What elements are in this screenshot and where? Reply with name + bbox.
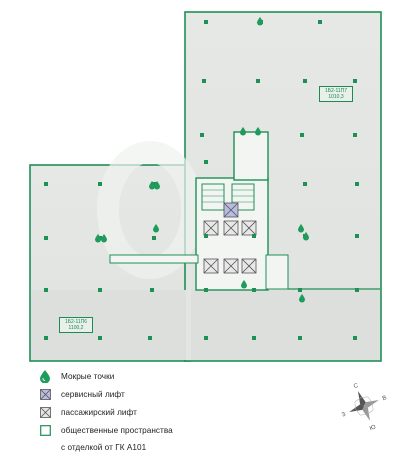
column bbox=[298, 288, 302, 292]
passenger-lift bbox=[223, 258, 239, 274]
unit-label-west: 1Б2-11П6 1100,2 bbox=[59, 317, 93, 333]
column bbox=[355, 288, 359, 292]
column bbox=[204, 20, 208, 24]
column bbox=[204, 336, 208, 340]
core-top-block bbox=[233, 131, 269, 181]
column bbox=[256, 79, 260, 83]
column bbox=[298, 336, 302, 340]
column bbox=[44, 336, 48, 340]
compass-north: С bbox=[353, 383, 360, 390]
wet-point bbox=[241, 280, 247, 289]
wet-point bbox=[101, 234, 107, 243]
column bbox=[150, 288, 154, 292]
unit-area-east: 1010,3 bbox=[328, 94, 344, 100]
compass-south: Ю bbox=[369, 424, 377, 432]
stair-west bbox=[201, 183, 225, 211]
wet-point bbox=[255, 127, 261, 136]
legend-wet-points-label: Мокрые точки bbox=[61, 372, 115, 381]
column bbox=[204, 288, 208, 292]
legend-service-lift-label: сервисный лифт bbox=[61, 390, 125, 399]
public-space-icon bbox=[38, 424, 52, 438]
unit-code-west: 1Б2-11П6 bbox=[64, 319, 88, 325]
passenger-lifts bbox=[203, 220, 257, 274]
service-lift-icon bbox=[38, 388, 52, 402]
column bbox=[355, 234, 359, 238]
unit-code-east: 1Б2-11П7 bbox=[324, 88, 348, 94]
legend-row-wet-points: Мокрые точки bbox=[38, 368, 238, 385]
column bbox=[200, 133, 204, 137]
legend-row-finish-note: с отделкой от ГК А101 bbox=[38, 439, 238, 456]
wet-point bbox=[299, 294, 305, 303]
column bbox=[300, 133, 304, 137]
column bbox=[252, 336, 256, 340]
corridor-stub-east bbox=[265, 254, 289, 290]
service-lift bbox=[223, 202, 239, 218]
compass-west: З bbox=[341, 412, 347, 419]
legend-row-passenger-lift: пассажирский лифт bbox=[38, 404, 238, 421]
column bbox=[353, 133, 357, 137]
passenger-lift bbox=[203, 258, 219, 274]
column bbox=[44, 288, 48, 292]
column bbox=[152, 236, 156, 240]
wet-points bbox=[95, 17, 309, 303]
watermark bbox=[97, 141, 203, 279]
corridor-stub-west bbox=[109, 254, 199, 264]
passenger-lift bbox=[241, 220, 257, 236]
legend-row-public-spaces: общественные пространства bbox=[38, 422, 238, 439]
unit-label-east: 1Б2-11П7 1010,3 bbox=[319, 86, 353, 102]
column bbox=[148, 336, 152, 340]
stair-east bbox=[231, 183, 255, 211]
wet-point bbox=[153, 224, 159, 233]
column bbox=[303, 182, 307, 186]
wet-point-icon bbox=[38, 370, 52, 384]
wet-point bbox=[154, 181, 160, 190]
wet-point bbox=[149, 181, 155, 190]
column bbox=[355, 182, 359, 186]
legend-finish-note-label: с отделкой от ГК А101 bbox=[61, 443, 147, 452]
column bbox=[44, 236, 48, 240]
wet-point bbox=[240, 127, 246, 136]
column bbox=[152, 182, 156, 186]
passenger-lift bbox=[223, 220, 239, 236]
wet-point bbox=[95, 234, 101, 243]
wet-point bbox=[257, 17, 263, 26]
compass-rose: С Ю В З bbox=[341, 383, 388, 432]
column bbox=[318, 20, 322, 24]
column bbox=[252, 288, 256, 292]
building-footprint bbox=[29, 11, 382, 362]
legend-row-service-lift: сервисный лифт bbox=[38, 386, 238, 403]
column bbox=[353, 79, 357, 83]
column bbox=[303, 79, 307, 83]
column bbox=[204, 234, 208, 238]
wet-point bbox=[303, 232, 309, 241]
column bbox=[98, 288, 102, 292]
passenger-lift-icon bbox=[38, 406, 52, 420]
compass-east: В bbox=[382, 395, 388, 402]
column bbox=[252, 234, 256, 238]
column bbox=[98, 182, 102, 186]
unit-area-west: 1100,2 bbox=[68, 325, 84, 331]
passenger-lift bbox=[241, 258, 257, 274]
legend: Мокрые точки сервисный лифт пассажирский… bbox=[38, 368, 238, 457]
legend-public-spaces-label: общественные пространства bbox=[61, 426, 173, 435]
column bbox=[202, 79, 206, 83]
column bbox=[98, 336, 102, 340]
column bbox=[353, 336, 357, 340]
passenger-lift bbox=[203, 220, 219, 236]
column bbox=[204, 160, 208, 164]
wet-point bbox=[298, 224, 304, 233]
column bbox=[44, 182, 48, 186]
legend-passenger-lift-label: пассажирский лифт bbox=[61, 408, 137, 417]
